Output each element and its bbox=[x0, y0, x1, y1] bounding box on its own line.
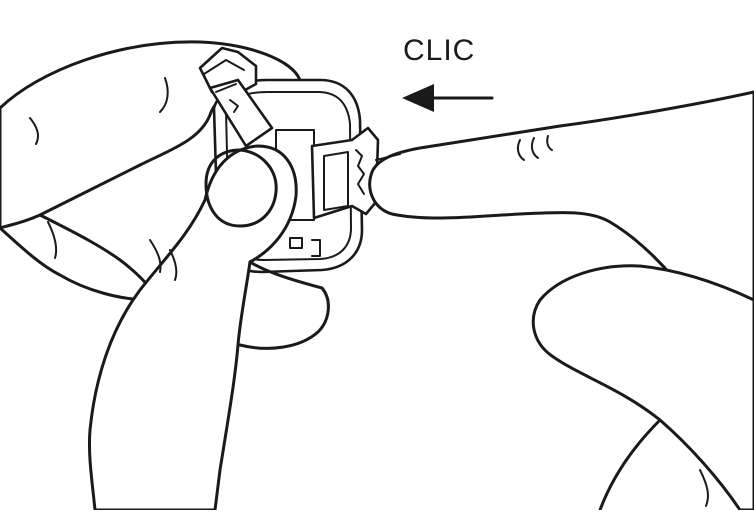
housing-tab-bottom bbox=[311, 239, 321, 257]
left-hand-knuckle-line bbox=[0, 226, 152, 302]
clic-label: CLIC bbox=[403, 34, 476, 67]
plug-ridge-1 bbox=[203, 59, 245, 75]
housing-slot-small bbox=[289, 237, 303, 249]
left-hand-crease-2 bbox=[29, 117, 39, 145]
left-hand-lower-finger bbox=[38, 213, 156, 302]
thumb-crease-2 bbox=[169, 249, 178, 281]
middle-finger-crease bbox=[699, 469, 709, 507]
arrow-left-icon bbox=[402, 84, 494, 112]
plug-marking bbox=[229, 99, 239, 113]
plug-body bbox=[208, 78, 274, 148]
right-hand-wrist bbox=[598, 418, 662, 512]
left-thumb bbox=[87, 144, 330, 512]
finger-crease-2 bbox=[530, 137, 539, 159]
plug-ridge-2 bbox=[215, 83, 237, 93]
right-middle-finger bbox=[531, 264, 754, 512]
thumb-crease-1 bbox=[149, 239, 162, 273]
latch-inner bbox=[323, 151, 349, 211]
finger-crease-1 bbox=[516, 139, 525, 161]
plug-connector bbox=[198, 46, 274, 148]
thumbnail bbox=[204, 148, 278, 228]
latch-teeth bbox=[355, 149, 365, 195]
left-hand-crease-1 bbox=[159, 77, 169, 113]
finger-crease-3 bbox=[546, 135, 553, 151]
fingernail-edge bbox=[375, 153, 401, 161]
right-hand bbox=[368, 90, 754, 512]
thumb-outline bbox=[87, 144, 298, 512]
palm-outline bbox=[238, 260, 330, 350]
left-hand-crease-3 bbox=[47, 221, 58, 259]
arrow-head bbox=[402, 84, 434, 112]
